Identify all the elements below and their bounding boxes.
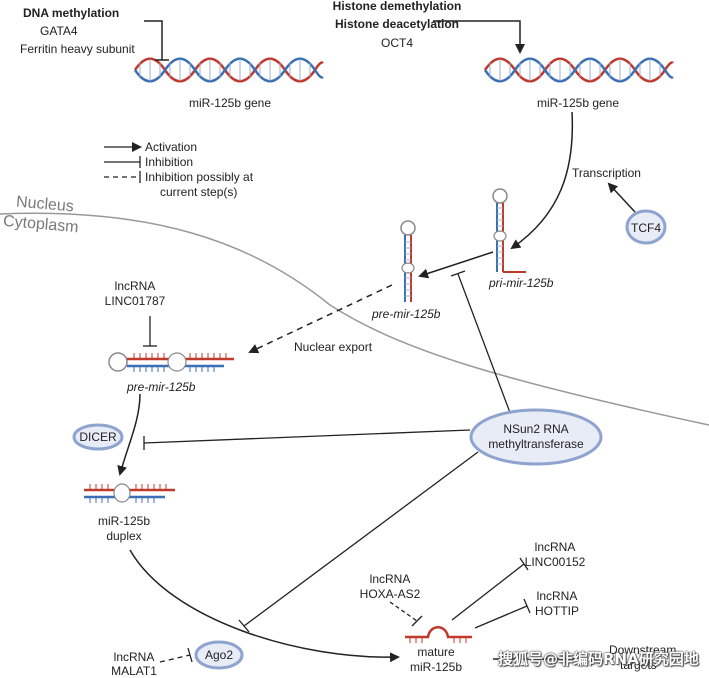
mature-mir	[405, 626, 472, 643]
processing-arrow	[418, 251, 494, 279]
dna-helix-left	[133, 57, 324, 83]
legend-inhibition: Inhibition	[145, 155, 194, 169]
duplex-label-1: miR-125b	[97, 514, 151, 528]
ferritin-label: Ferritin heavy subunit	[20, 42, 135, 56]
pre-mir-nuclear-label: pre-mir-125b	[372, 307, 441, 321]
dicer-oval	[72, 423, 124, 451]
tcf4-oval	[625, 209, 667, 245]
transcription-arrow	[510, 111, 574, 250]
mature-label-1: mature	[417, 645, 455, 659]
nuclear-membrane	[0, 212, 709, 426]
linc01787-label-2: LINC01787	[104, 294, 166, 308]
nsun2-inhibit-dicer-line	[143, 429, 471, 444]
legend-possible-1: Inhibition possibly at	[145, 170, 254, 184]
pri-mir-label: pri-mir-125b	[489, 276, 554, 290]
downstream-label-1: Downstream	[609, 643, 677, 657]
legend-possible-2: current step(s)	[160, 185, 238, 199]
nuclear-export-label: Nuclear export	[294, 340, 373, 354]
legend-symbols	[104, 142, 142, 183]
inhibition-methylation-line	[144, 20, 163, 60]
linc00152-inhibition-line	[451, 563, 525, 621]
downstream-label-2: targets	[620, 658, 657, 672]
hoxa-label-1: lncRNA	[369, 572, 411, 586]
tcf4-label: TCF4	[631, 221, 661, 235]
duplex-label-2: duplex	[106, 529, 142, 543]
legend-activation: Activation	[145, 140, 198, 154]
malat1-label-2: MALAT1	[111, 664, 157, 678]
gene-label-left: miR-125b gene	[188, 96, 272, 110]
nsun2-inhibit-ago2-line	[243, 451, 479, 627]
linc00152-label-1: lncRNA	[534, 540, 576, 554]
maturation-arrow	[129, 549, 400, 663]
ago2-oval	[194, 640, 244, 670]
gene-label-right: miR-125b gene	[536, 96, 620, 110]
mir-duplex	[84, 483, 175, 503]
dna-helix-right	[483, 57, 674, 83]
transcription-label: Transcription	[572, 166, 641, 180]
nsun2-label-2: methyltransferase	[488, 437, 584, 451]
hoxa-dashed-inhibition	[389, 601, 418, 622]
pre-mir-cyto-hairpin	[108, 352, 234, 372]
activation-histone-line	[433, 20, 525, 54]
malat1-label-1: lncRNA	[113, 650, 155, 664]
pre-mir-nuclear-hairpin	[400, 220, 416, 302]
hottip-label-2: HOTTIP	[535, 604, 579, 618]
histone-demethylation-label: Histone demethylation	[332, 0, 462, 13]
tcf4-activation-arrow	[607, 182, 636, 213]
hoxa-label-2: HOXA-AS2	[359, 587, 421, 601]
pri-mir-hairpin	[492, 188, 526, 273]
pre-mir-cyto-label: pre-mir-125b	[127, 380, 196, 394]
linc00152-label-2: LINC00152	[524, 555, 586, 569]
hottip-label-1: lncRNA	[536, 589, 578, 603]
linc01787-label-1: lncRNA	[114, 279, 156, 293]
watermark: 搜狐号@非编码RNA研究园地	[498, 650, 699, 668]
dna-methylation-label: DNA methylation	[23, 6, 120, 20]
nsun2-oval	[469, 408, 603, 466]
nuclear-export-arrow	[248, 284, 393, 354]
mature-label-2: miR-125b	[409, 660, 463, 674]
dicer-processing-arrow	[117, 393, 141, 476]
histone-deacetylation-label: Histone deacetylation	[334, 17, 460, 31]
nsun2-inhibit-processing-line	[457, 273, 513, 419]
dicer-label: DICER	[79, 430, 117, 444]
ago2-label: Ago2	[204, 648, 234, 662]
nsun2-label-1: NSun2 RNA	[503, 422, 569, 436]
malat1-dashed-inhibition	[159, 654, 191, 663]
oct4-label: OCT4	[380, 36, 414, 50]
gata4-label: GATA4	[40, 24, 78, 38]
hottip-inhibition-line	[474, 605, 528, 629]
